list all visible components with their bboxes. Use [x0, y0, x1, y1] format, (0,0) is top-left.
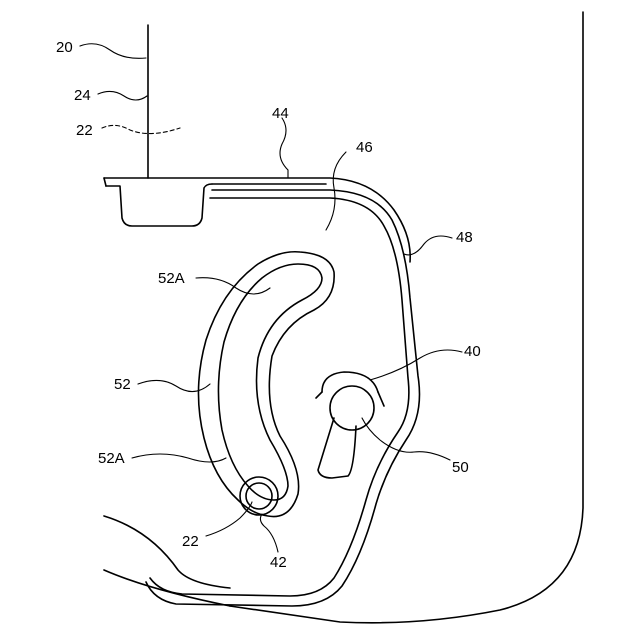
housing-outline	[230, 12, 583, 623]
label-24: 24	[74, 87, 91, 104]
label-44: 44	[272, 105, 289, 122]
label-52A-bottom: 52A	[98, 450, 125, 467]
label-40: 40	[464, 343, 481, 360]
leader-48	[404, 236, 452, 255]
lever-arm	[318, 418, 356, 478]
leader-44	[280, 118, 288, 178]
leader-22-top	[102, 125, 180, 133]
slot-inner	[218, 264, 322, 500]
label-48: 48	[456, 229, 473, 246]
pivot-bracket-left	[316, 392, 322, 398]
label-52A-top: 52A	[158, 270, 185, 287]
pivot-boss	[322, 372, 378, 392]
label-22-bottom: 22	[182, 533, 199, 550]
pivot-shaft	[330, 386, 374, 430]
label-52: 52	[114, 376, 131, 393]
leader-42	[260, 514, 278, 552]
housing-bottom-edge	[104, 570, 230, 606]
leader-20	[80, 44, 146, 59]
label-50: 50	[452, 459, 469, 476]
pocket	[106, 184, 212, 226]
label-42: 42	[270, 554, 287, 571]
top-rail-inner	[104, 178, 106, 186]
label-20: 20	[56, 39, 73, 56]
pivot-bracket-right	[378, 392, 384, 406]
leader-24	[98, 91, 147, 100]
label-46: 46	[356, 139, 373, 156]
label-22-top: 22	[76, 122, 93, 139]
